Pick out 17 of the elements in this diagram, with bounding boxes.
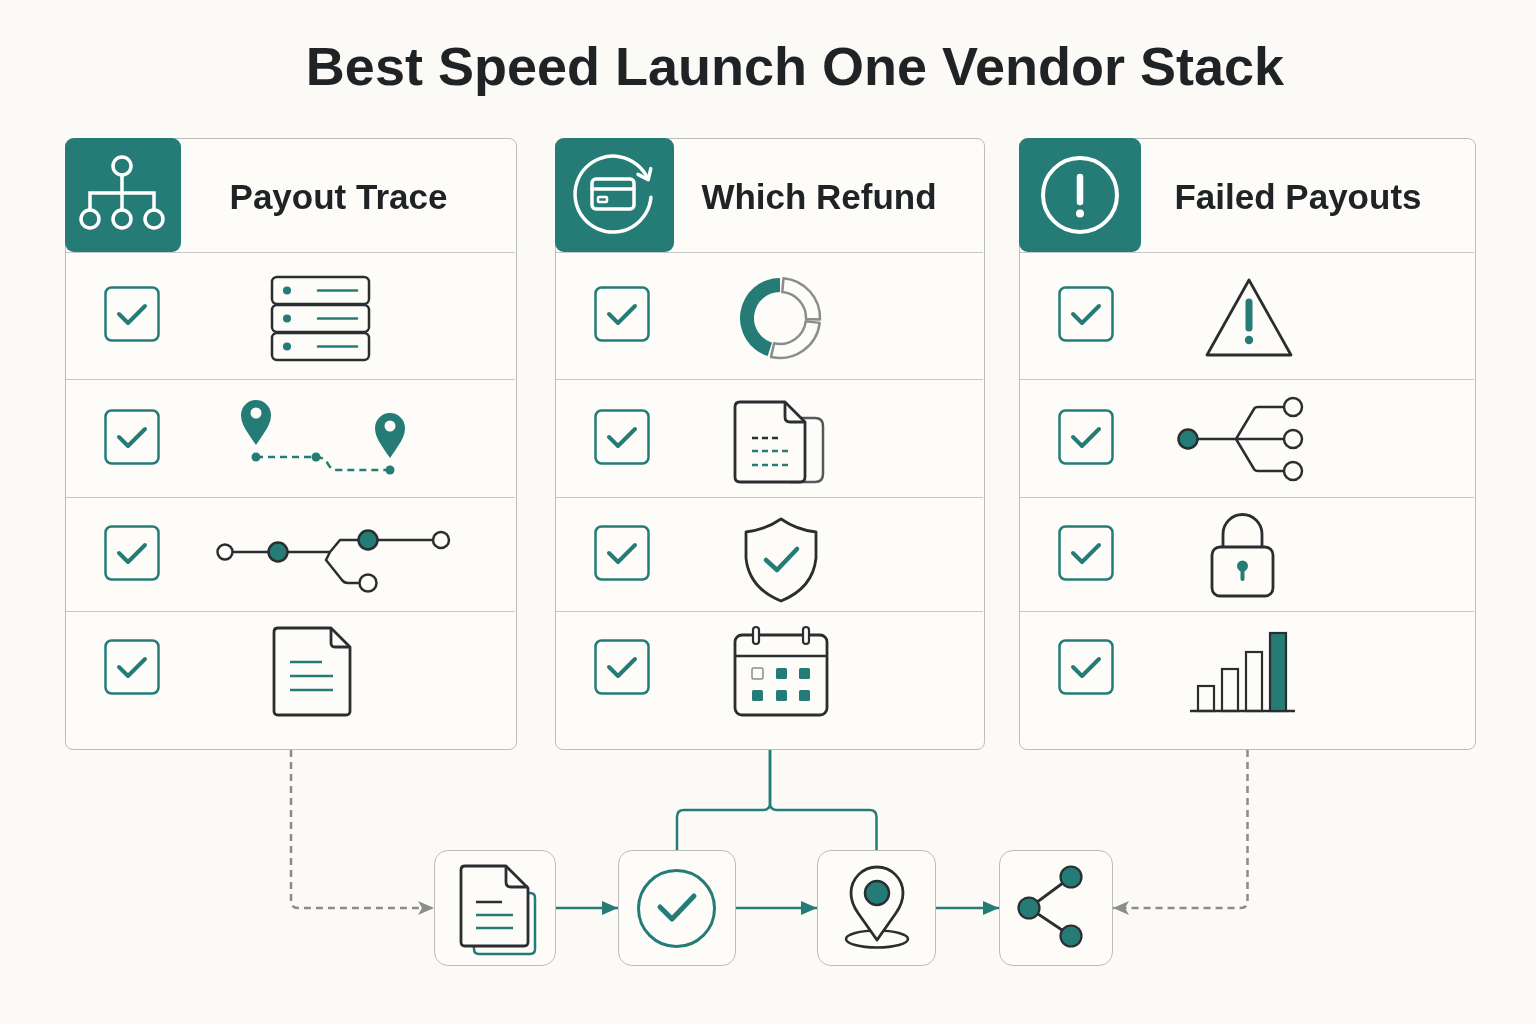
step-box [434, 850, 556, 966]
panel-title: Payout Trace [229, 176, 448, 217]
panel-card [555, 138, 985, 750]
step-box [618, 850, 736, 966]
diagram-title: Best Speed Launch One Vendor Stack [305, 34, 1285, 98]
connector-line [768, 750, 878, 850]
panel-card [65, 138, 517, 750]
panel-title: Failed Payouts [1174, 176, 1422, 217]
panel-card [1019, 138, 1476, 750]
step-box [999, 850, 1113, 966]
panel-title: Which Refund [701, 176, 937, 217]
arrow [556, 901, 618, 915]
arrow [936, 901, 999, 915]
dashed-arrow [1113, 750, 1249, 915]
step-box [817, 850, 936, 966]
dashed-arrow [289, 750, 434, 915]
arrow [736, 901, 817, 915]
